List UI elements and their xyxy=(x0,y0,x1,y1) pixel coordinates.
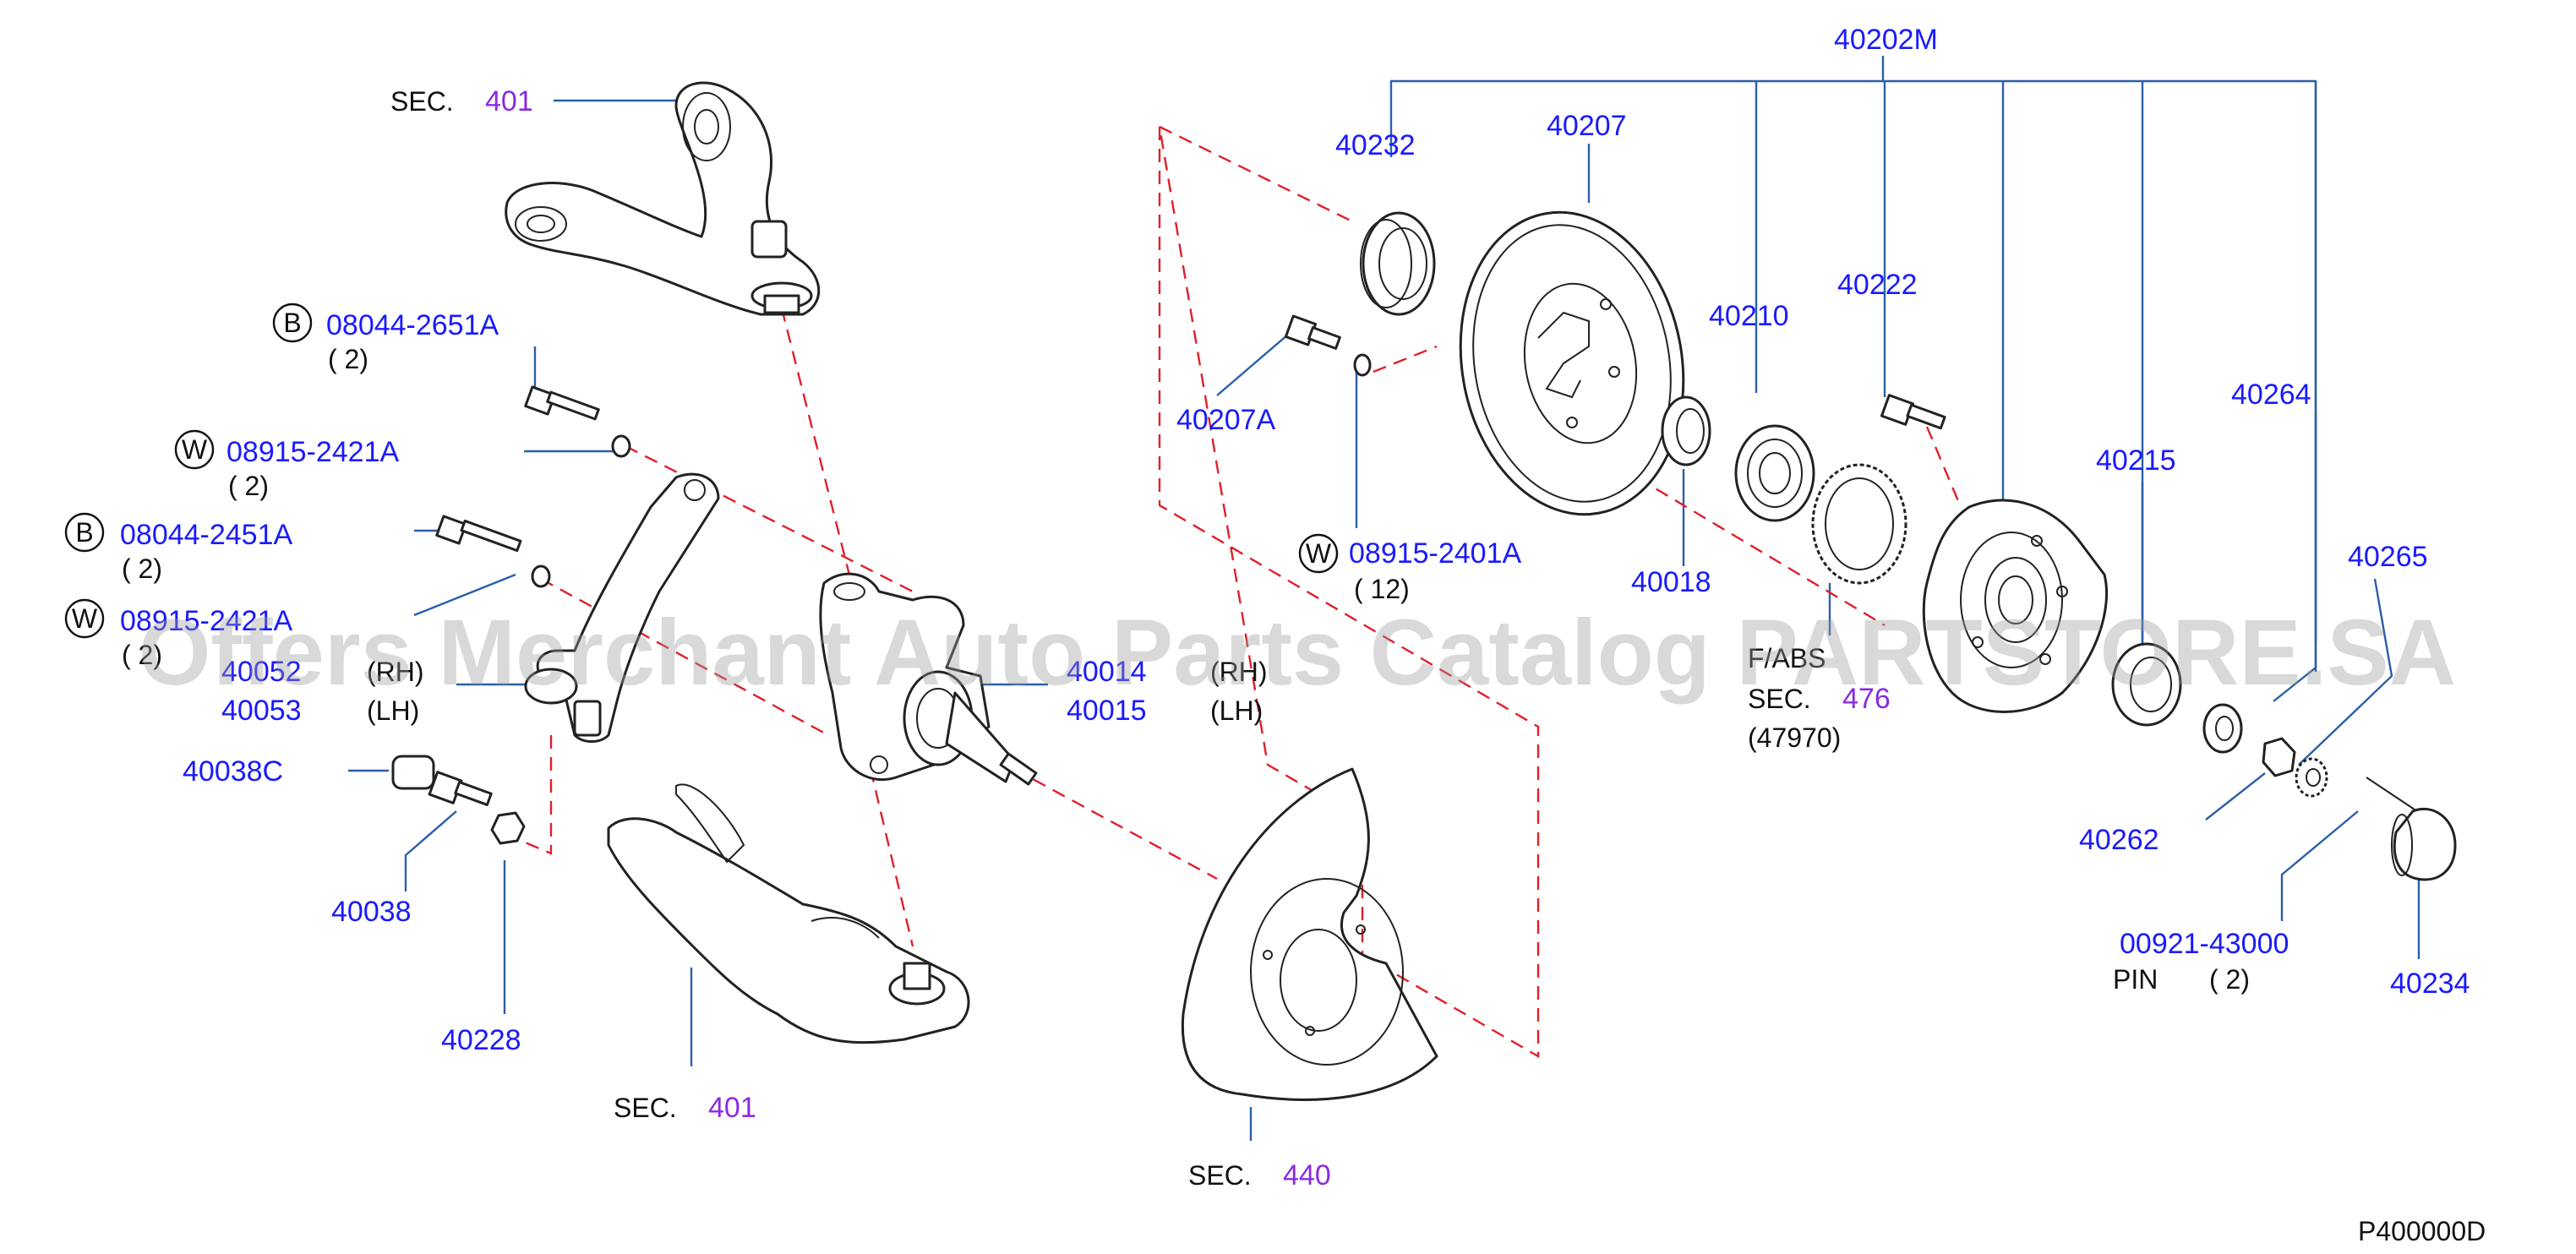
label-40207a[interactable]: 40207A xyxy=(1176,404,1276,436)
nut-40262 xyxy=(2262,737,2296,777)
lower-control-arm xyxy=(607,783,970,1044)
abs-sensor-ring xyxy=(1811,463,1907,585)
bearing-40018 xyxy=(1661,395,1711,466)
label-00921-43000[interactable]: 00921-43000 xyxy=(2120,928,2289,960)
upper-control-arm xyxy=(505,81,821,316)
washer-1-qty: ( 2) xyxy=(228,471,269,501)
label-08044-2651a[interactable]: 08044-2651A xyxy=(326,309,499,341)
bearing-40210 xyxy=(1734,424,1815,522)
label-40265[interactable]: 40265 xyxy=(2348,541,2428,573)
wheel-hub xyxy=(1922,499,2109,713)
splash-shield xyxy=(1181,767,1438,1101)
sec-401-upper-label: SEC. xyxy=(390,86,454,117)
washer-3-qty: ( 12) xyxy=(1354,574,1410,604)
washer-2-qty: ( 2) xyxy=(122,640,162,670)
label-40015-side: (LH) xyxy=(1210,695,1263,726)
washer-08915-2421a-lower xyxy=(531,564,551,588)
pin-label: PIN xyxy=(2113,964,2158,995)
label-40014-side: (RH) xyxy=(1210,657,1268,687)
label-40015[interactable]: 40015 xyxy=(1067,695,1147,727)
adjusting-cap-40265 xyxy=(2295,757,2328,798)
watermark: Offers Merchant Auto Parts Catalog PARTS… xyxy=(139,601,2456,705)
label-40232[interactable]: 40232 xyxy=(1335,129,1416,161)
bolt-08044-2651a xyxy=(524,385,600,421)
label-40053-side: (LH) xyxy=(367,695,419,726)
label-40052[interactable]: 40052 xyxy=(221,656,302,688)
washer-1-prefix: W xyxy=(182,434,208,465)
cotter-pin xyxy=(2366,777,2418,812)
bolt-08044-2451a xyxy=(435,515,522,553)
label-40014[interactable]: 40014 xyxy=(1067,656,1147,688)
sec-401-upper-link[interactable]: 401 xyxy=(485,85,533,117)
washer-3-prefix: W xyxy=(1306,538,1332,569)
nut-40228 xyxy=(490,811,526,845)
sec-401-lower-label: SEC. xyxy=(614,1093,677,1123)
washer-40264 xyxy=(2202,703,2243,754)
label-40210[interactable]: 40210 xyxy=(1709,300,1789,332)
pin-qty: ( 2) xyxy=(2209,964,2250,995)
bolt-1-circle xyxy=(272,303,313,343)
label-40018[interactable]: 40018 xyxy=(1631,566,1711,598)
bolt-2-qty: ( 2) xyxy=(122,553,162,584)
bolt-2-prefix: B xyxy=(75,517,93,548)
label-40262[interactable]: 40262 xyxy=(2079,824,2159,856)
abs-prefix: F/ABS xyxy=(1748,643,1826,673)
bolt-2-circle xyxy=(64,512,105,553)
label-40234[interactable]: 40234 xyxy=(2390,968,2470,1000)
label-08915-2421a-2[interactable]: 08915-2421A xyxy=(120,605,293,637)
washer-08915-2421a-upper xyxy=(611,434,631,458)
washer-2-prefix: W xyxy=(72,603,98,634)
steering-knuckle xyxy=(819,572,1038,786)
grease-cap-40234 xyxy=(2391,807,2457,881)
label-40038c[interactable]: 40038C xyxy=(183,755,283,788)
sec-440-link[interactable]: 440 xyxy=(1283,1159,1331,1191)
label-08044-2451a[interactable]: 08044-2451A xyxy=(120,519,293,551)
label-40207[interactable]: 40207 xyxy=(1547,110,1627,142)
bolt-40038 xyxy=(428,771,493,806)
washer-08915-2401a xyxy=(1353,353,1372,377)
label-40202m[interactable]: 40202M xyxy=(1834,24,1938,56)
bearing-40215 xyxy=(2111,642,2182,727)
label-40228[interactable]: 40228 xyxy=(441,1024,521,1056)
bushing-40038c xyxy=(391,755,435,790)
sec-476-link[interactable]: 476 xyxy=(1842,683,1891,715)
knuckle-arm xyxy=(524,472,720,743)
hub-bolt-40222 xyxy=(1880,394,1946,430)
label-40222[interactable]: 40222 xyxy=(1837,269,1918,301)
sec-401-lower-link[interactable]: 401 xyxy=(708,1092,756,1124)
bolt-1-prefix: B xyxy=(283,308,301,338)
seal-40232 xyxy=(1360,211,1436,316)
label-40053[interactable]: 40053 xyxy=(221,695,302,727)
lower-fasteners xyxy=(391,755,526,845)
sec-476-label: SEC. xyxy=(1748,684,1811,714)
diagram-code: P400000D xyxy=(2358,1216,2486,1246)
bolt-40207a xyxy=(1284,314,1341,350)
label-40264[interactable]: 40264 xyxy=(2231,379,2311,411)
washer-1-circle xyxy=(174,429,215,470)
label-08915-2401a[interactable]: 08915-2401A xyxy=(1349,537,1522,570)
left-fasteners xyxy=(435,385,631,588)
sec-440-label: SEC. xyxy=(1188,1160,1252,1191)
label-40052-side: (RH) xyxy=(367,657,424,687)
sec-476-code: (47970) xyxy=(1748,722,1841,753)
label-40038[interactable]: 40038 xyxy=(331,896,412,928)
bolt-1-qty: ( 2) xyxy=(328,344,368,374)
washer-3-circle xyxy=(1298,533,1339,574)
leader-lines xyxy=(348,56,2420,1141)
washer-2-circle xyxy=(64,598,105,639)
label-40215[interactable]: 40215 xyxy=(2096,444,2176,477)
labels: 40202M 40232 40207 40210 40222 40264 402… xyxy=(64,24,2486,1246)
assembly-lines xyxy=(510,125,1962,1059)
brake-disc xyxy=(1459,210,1685,516)
label-08915-2421a-1[interactable]: 08915-2421A xyxy=(226,436,400,468)
